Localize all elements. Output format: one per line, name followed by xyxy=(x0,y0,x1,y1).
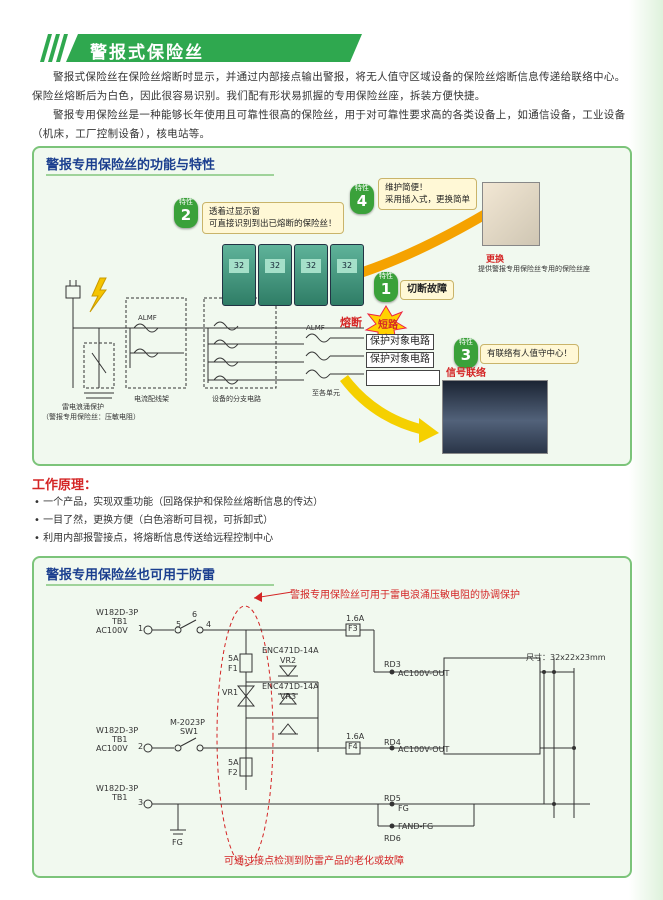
replace-sublabel: 提供警报专用保险丝专用的保险丝座 xyxy=(478,265,590,273)
protected-circuit-3 xyxy=(366,370,440,386)
terminal-number: 6 xyxy=(192,610,198,619)
rd5-label: RD5 xyxy=(384,794,401,803)
working-principle-title: 工作原理： xyxy=(32,478,98,493)
switch-part-label: M-2023P xyxy=(170,718,205,727)
tb1-part-label: W182D-3P xyxy=(96,784,139,793)
header-bar xyxy=(66,34,362,62)
terminal-number: 1 xyxy=(138,624,144,633)
tb1-label: TB1 xyxy=(112,617,128,626)
feature-callout-2: 透着过显示窗 可直接识别到出已熔断的保险丝！ xyxy=(202,202,344,234)
features-title: 警报专用保险丝的功能与特性 xyxy=(46,158,216,173)
protected-circuit-1: 保护对象电路 xyxy=(366,334,434,350)
rd5-output-label: FG xyxy=(398,804,409,813)
signal-label: 信号联络 xyxy=(446,368,486,379)
vr2-label: VR2 xyxy=(280,656,297,665)
almf-label-b: ALMF xyxy=(306,324,325,332)
ac100v-label: AC100V xyxy=(96,744,128,753)
rd3-output-label: AC100V-OUT xyxy=(398,669,450,678)
lightning-note-bottom: 可通过接点检测到防雷产品的老化或故障 xyxy=(224,856,404,867)
dimension-label: 尺寸：32x22x23mm xyxy=(526,653,606,662)
tb1-label: TB1 xyxy=(112,735,128,744)
fuse-rating-label: 1.6A xyxy=(346,732,365,741)
surge-label: 雷电浪涌保护 xyxy=(62,403,104,411)
list-item: 一目了然，更换方便（白色溶断可目视，可拆卸式） xyxy=(34,512,323,530)
vr1-label: VR1 xyxy=(222,688,239,697)
protected-circuit-2: 保护对象电路 xyxy=(366,352,434,368)
fuse-5a-label: 5A xyxy=(228,758,239,767)
rd3-label: RD3 xyxy=(384,660,401,669)
terminal-number: 4 xyxy=(206,620,212,629)
lightning-circuit-diagram xyxy=(143,591,590,867)
fuse-f2-label: F2 xyxy=(228,768,238,777)
features-title-underline xyxy=(46,174,274,176)
fuse-holder-photo xyxy=(482,182,540,246)
fuse-device-2: 32 xyxy=(258,244,292,306)
fuse-f1-label: F1 xyxy=(228,664,238,673)
header-stripes-icon xyxy=(40,34,68,62)
lightning-title-underline xyxy=(46,584,274,586)
rd4-label: RD4 xyxy=(384,738,401,747)
terminal-number: 2 xyxy=(138,742,144,751)
working-principle-list: 一个产品，实现双重功能（回路保护和保险丝熔断信息的传达） 一目了然，更换方便（白… xyxy=(34,494,323,548)
replace-label: 更换 xyxy=(486,255,505,265)
vr3-part-label: ENC471D-14A xyxy=(262,682,319,691)
fuse-device-3: 32 xyxy=(294,244,328,306)
fuse-device-4: 32 xyxy=(330,244,364,306)
panel-label: 电流配线架 xyxy=(134,395,169,403)
feature-callout-1: 切断故障 xyxy=(400,280,454,300)
almf-label-a: ALMF xyxy=(138,314,157,322)
tb1-part-label: W182D-3P xyxy=(96,726,139,735)
ac100v-label: AC100V xyxy=(96,626,128,635)
blown-label: 熔断 xyxy=(340,316,362,329)
vr2-part-label: ENC471D-14A xyxy=(262,646,319,655)
terminal-number: 5 xyxy=(176,620,182,629)
lightning-note-top: 警报专用保险丝可用于雷电浪涌压敏电阻的协调保护 xyxy=(290,590,520,601)
fg-ground-label: FG xyxy=(172,838,183,847)
intro-paragraph-1: 警报式保险丝在保险丝熔断时显示，并通过内部接点输出警报，将无人值守区域设备的保险… xyxy=(32,71,626,102)
section-header: 警报式保险丝 xyxy=(30,34,330,63)
rd6-label: RD6 xyxy=(384,834,401,843)
fuse-f4-label: F4 xyxy=(348,742,358,751)
tb1-part-label: W182D-3P xyxy=(96,608,139,617)
control-center-photo xyxy=(442,380,548,454)
fuse-f3-label: F3 xyxy=(348,624,358,633)
page-side-band xyxy=(629,0,663,900)
rd6-output-label: FAND-FG xyxy=(398,822,434,831)
surge-sublabel: （警报专用保险丝：压敏电阻） xyxy=(42,413,140,421)
list-item: 利用内部报警接点，将熔断信息传送给远程控制中心 xyxy=(34,530,323,548)
rd4-output-label: AC100V-OUT xyxy=(398,745,450,754)
features-box: 警报专用保险丝的功能与特性 xyxy=(32,146,632,466)
terminal-number: 3 xyxy=(138,798,144,807)
vr3-label: VR3 xyxy=(280,692,297,701)
switch-label: SW1 xyxy=(180,727,199,736)
lightning-box: 警报专用保险丝也可用于防雷 xyxy=(32,556,632,878)
page-title: 警报式保险丝 xyxy=(90,43,204,63)
intro-text: 警报式保险丝在保险丝熔断时显示，并通过内部接点输出警报，将无人值守区域设备的保险… xyxy=(32,68,632,144)
fuse-rating-label: 1.6A xyxy=(346,614,365,623)
lightning-title: 警报专用保险丝也可用于防雷 xyxy=(46,568,216,583)
intro-paragraph-2: 警报专用保险丝是一种能够长年使用且可靠性很高的保险丝，用于对可靠性要求高的各类设… xyxy=(32,109,626,140)
short-label: 短路 xyxy=(378,320,398,331)
fuse-device-1: 32 xyxy=(222,244,256,306)
feature-callout-4: 维护简便！ 采用插入式，更换简单 xyxy=(378,178,478,210)
unit-label: 至各单元 xyxy=(312,389,340,397)
feature-callout-3: 有联络有人值守中心！ xyxy=(480,344,580,364)
equip-label: 设备的分支电路 xyxy=(212,395,261,403)
fuse-5a-label: 5A xyxy=(228,654,239,663)
list-item: 一个产品，实现双重功能（回路保护和保险丝熔断信息的传达） xyxy=(34,494,323,512)
tb1-label: TB1 xyxy=(112,793,128,802)
